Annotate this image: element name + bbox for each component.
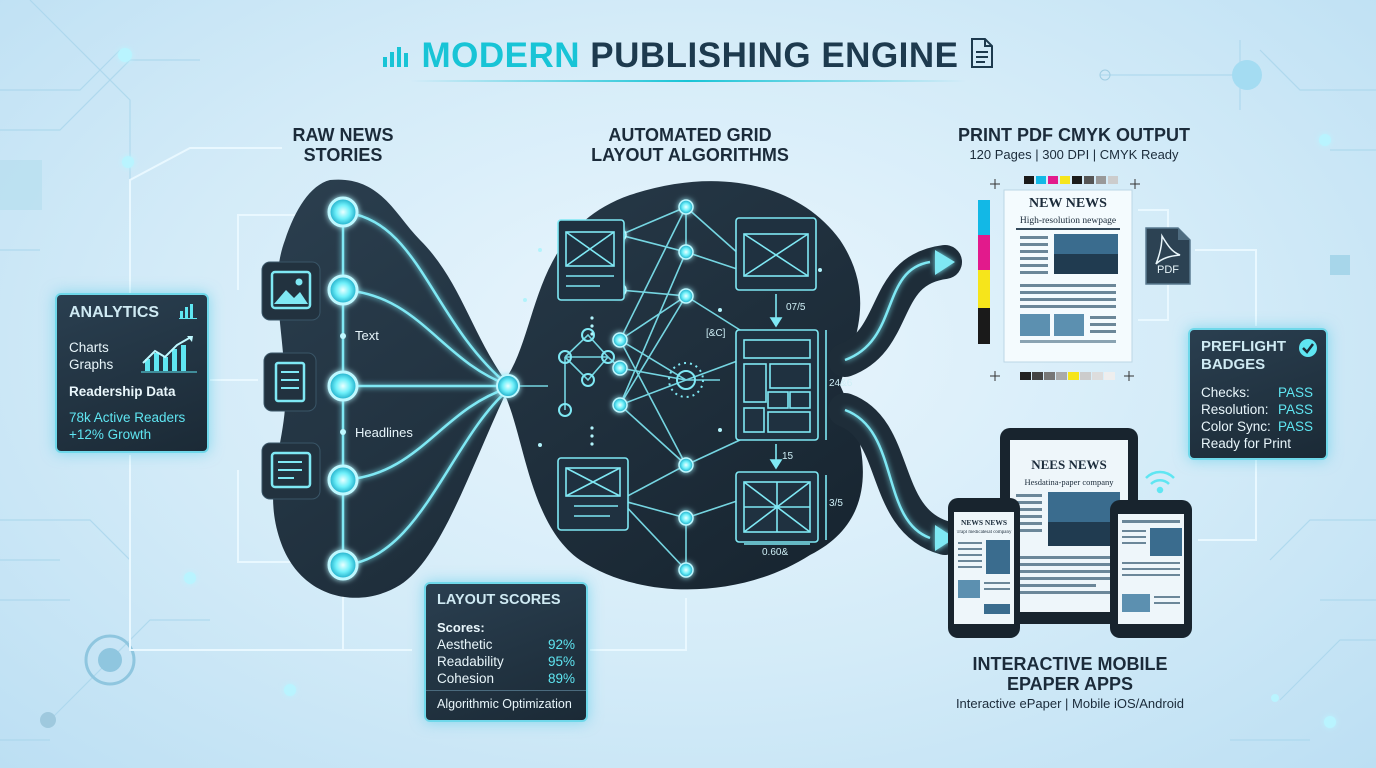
mobile-title-line1: INTERACTIVE MOBILE (972, 654, 1168, 674)
grid-annotation-5: 3/5 (829, 498, 843, 509)
grid-annotation-2: [&C] (706, 328, 726, 339)
print-headline: High-resolution newpage (1019, 216, 1117, 226)
circuit-dots (40, 48, 1350, 728)
active-readers: 78k Active Readers (69, 410, 186, 425)
pipeline-blob (273, 179, 863, 598)
connector-lines (129, 147, 1257, 651)
document-icon (969, 37, 995, 78)
grid-title-line1: AUTOMATED GRID (608, 125, 772, 145)
scores-label: Scores: (437, 620, 485, 635)
title-underline (410, 80, 966, 82)
analytics-line1: Charts (69, 340, 109, 355)
score-value-aesthetic: 92% (548, 637, 576, 652)
preflight-label-resolution: Resolution: (1201, 402, 1269, 417)
layout-scores-panel: LAYOUT SCORES Scores: Aesthetic 92% Read… (424, 582, 588, 722)
line-chart-icon (141, 335, 197, 380)
print-title: PRINT PDF CMYK OUTPUT (958, 125, 1190, 145)
tablet-masthead: NEES NEWS (1031, 457, 1107, 472)
bar-chart-icon (179, 303, 197, 324)
analytics-panel: ANALYTICS Charts Graphs Readership Data … (55, 293, 209, 453)
grid-title: AUTOMATED GRID LAYOUT ALGORITHMS (560, 125, 820, 165)
hub-nodes (558, 328, 704, 417)
divider (426, 690, 586, 691)
title-accent: MODERN (421, 36, 581, 75)
preflight-title-line1: PREFLIGHT (1201, 338, 1286, 355)
grid-dots (523, 248, 822, 447)
score-value-readability: 95% (548, 654, 576, 669)
title-rest: PUBLISHING ENGINE (590, 36, 959, 75)
preflight-value-checks: PASS (1278, 385, 1314, 400)
wifi-icon (1145, 470, 1175, 494)
headlines-label: Headlines (355, 425, 413, 440)
print-masthead: NEW NEWS (1029, 196, 1107, 211)
check-circle-icon (1298, 338, 1318, 363)
preflight-value-colorsync: PASS (1278, 419, 1314, 434)
hatch-decoration (0, 160, 42, 210)
print-document (978, 176, 1140, 381)
grid-flow-arrows (744, 294, 827, 545)
arrow-to-mobile (935, 525, 955, 551)
raw-news-title-line2: STORIES (303, 145, 383, 165)
grid-annotation-3: 24&6 (829, 378, 853, 389)
preflight-title: PREFLIGHT BADGES (1201, 338, 1286, 374)
text-label: Text (355, 328, 379, 343)
layout-scores-footer: Algorithmic Optimization (437, 697, 572, 711)
layout-scores-title: LAYOUT SCORES (437, 592, 561, 608)
pdf-file-icon (1145, 227, 1191, 285)
score-label-aesthetic: Aesthetic (437, 637, 493, 652)
grid-title-line2: LAYOUT ALGORITHMS (591, 145, 789, 165)
preflight-value-resolution: PASS (1278, 402, 1314, 417)
readership-label: Readership Data (69, 384, 176, 399)
grid-annotation-6: 0.60& (762, 547, 789, 558)
analytics-title: ANALYTICS (69, 304, 160, 321)
raw-news-title-line1: RAW NEWS (292, 125, 394, 145)
wireframe-cards (557, 217, 819, 543)
circuit-lines (0, 0, 1376, 741)
score-label-cohesion: Cohesion (437, 671, 495, 686)
grid-annotation-1: 07/5 (786, 302, 806, 313)
source-icons (261, 261, 321, 500)
grid-annotation-4: 15 (782, 451, 794, 462)
phone-masthead: NEWS NEWS (960, 518, 1008, 527)
mobile-subtitle: Interactive ePaper | Mobile iOS/Android (955, 696, 1185, 711)
preflight-label-checks: Checks: (1201, 385, 1250, 400)
network-edges (520, 205, 741, 571)
phone-headline: Trapl medicatesat company (956, 530, 1012, 535)
preflight-panel: PREFLIGHT BADGES Checks: PASS Resolution… (1188, 328, 1328, 460)
arrow-to-print (935, 250, 955, 275)
story-nodes (327, 196, 520, 581)
preflight-footer: Ready for Print (1201, 436, 1292, 451)
mobile-title-line2: EPAPER APPS (1006, 674, 1134, 694)
preflight-label-colorsync: Color Sync: (1201, 419, 1271, 434)
preflight-title-line2: BADGES (1201, 356, 1266, 373)
analytics-line2: Graphs (69, 357, 114, 372)
page-title: MODERN PUBLISHING ENGINE (0, 36, 1376, 78)
score-value-cohesion: 89% (548, 671, 576, 686)
score-label-readability: Readability (437, 654, 504, 669)
raw-news-title: RAW NEWS STORIES (253, 125, 433, 165)
mobile-title: INTERACTIVE MOBILE EPAPER APPS (940, 654, 1200, 694)
growth-value: +12% Growth (69, 427, 152, 442)
pdf-label: PDF (1157, 264, 1179, 276)
tablet-headline: Hesdatina-paper company (1024, 477, 1114, 487)
bar-chart-icon (381, 38, 411, 78)
devices (948, 428, 1192, 638)
print-subtitle: 120 Pages | 300 DPI | CMYK Ready (969, 147, 1179, 162)
